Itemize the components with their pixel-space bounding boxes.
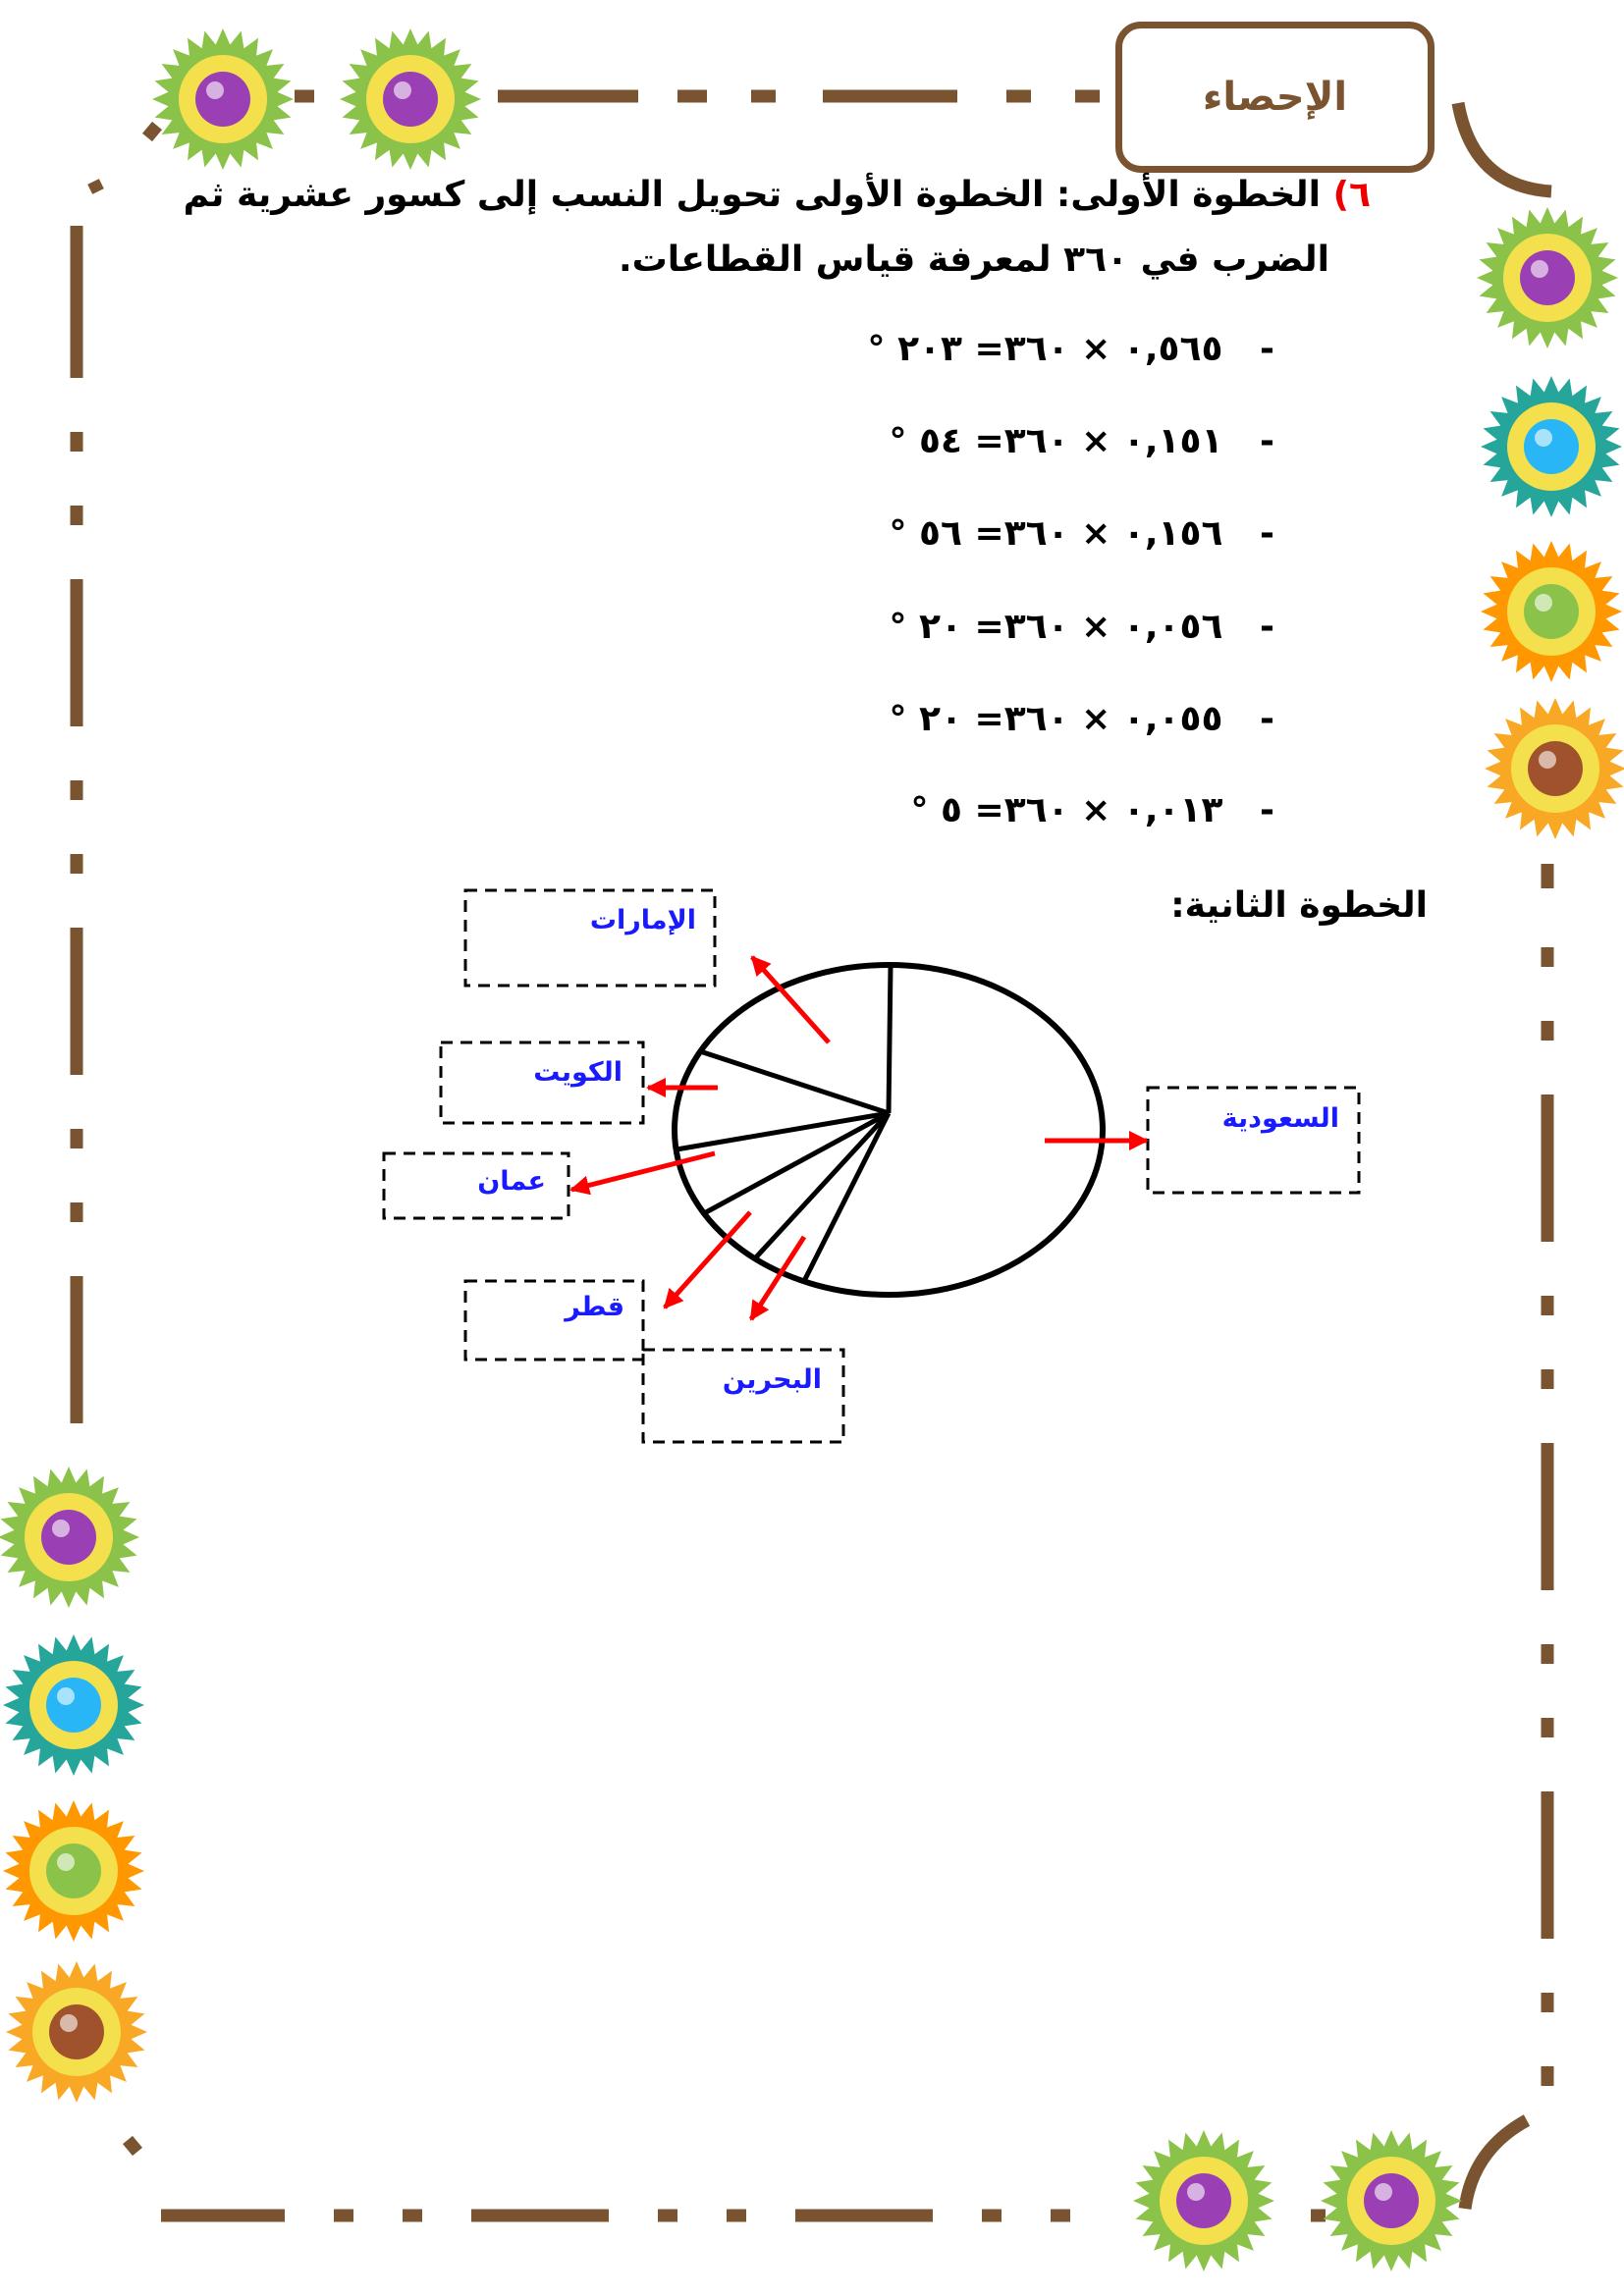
flower-ornament-icon bbox=[340, 28, 481, 170]
flower-ornament-icon bbox=[3, 1634, 144, 1776]
flower-ornament-icon bbox=[1485, 698, 1624, 839]
arrow-emirates bbox=[750, 955, 831, 1044]
bullet: - bbox=[1260, 329, 1274, 369]
equation-text: ٠,١٥١ × ٣٦٠= ٥٤ ° bbox=[889, 421, 1223, 461]
flower-ornament-icon bbox=[1481, 376, 1622, 517]
label-emirates: الإمارات bbox=[589, 905, 696, 935]
question-number: ٦) bbox=[1332, 175, 1371, 215]
label-bahrain: البحرين bbox=[722, 1364, 822, 1395]
question-line-2: الضرب في ٣٦٠ لمعرفة قياس القطاعات. bbox=[618, 240, 1329, 280]
label-kuwait: الكويت bbox=[533, 1057, 623, 1088]
bullet: - bbox=[1260, 607, 1274, 647]
equation-row: - ٠,١٥١ × ٣٦٠= ٥٤ ° bbox=[890, 421, 1275, 461]
equation-text: ٠,٠٥٦ × ٣٦٠= ٢٠ ° bbox=[889, 607, 1223, 647]
arrow-bahrain bbox=[748, 1235, 807, 1321]
equation-text: ٠,٠١٣ × ٣٦٠= ٥ ° bbox=[910, 790, 1223, 830]
flower-ornament-icon bbox=[1481, 541, 1622, 682]
equation-row: - ٠,٠٥٦ × ٣٦٠= ٢٠ ° bbox=[890, 607, 1275, 647]
pie-sector-boundary bbox=[704, 1110, 891, 1215]
title-box: الإحصاء bbox=[1115, 22, 1435, 173]
label-saudi: السعودية bbox=[1221, 1103, 1339, 1134]
flower-ornament-icon bbox=[1133, 2130, 1274, 2271]
bullet: - bbox=[1260, 790, 1274, 830]
label-oman: عمان bbox=[477, 1166, 546, 1197]
flower-ornament-icon bbox=[1477, 207, 1618, 348]
page-title: الإحصاء bbox=[1202, 75, 1348, 120]
question-line-1: ٦) الخطوة الأولى: الخطوة الأولى تحويل ال… bbox=[184, 175, 1371, 215]
pie-sector-boundary bbox=[676, 1110, 890, 1152]
arrow-oman bbox=[569, 1150, 716, 1196]
pie-sector-boundary bbox=[886, 965, 893, 1114]
answer-box-qatar bbox=[463, 1279, 645, 1362]
answer-box-kuwait bbox=[439, 1041, 645, 1125]
answer-box-emirates bbox=[463, 888, 717, 988]
equation-text: ٠,١٥٦ × ٣٦٠= ٥٦ ° bbox=[889, 513, 1223, 554]
answer-box-oman bbox=[382, 1151, 570, 1220]
flower-ornament-icon bbox=[0, 1467, 139, 1608]
flower-ornament-icon bbox=[3, 1800, 144, 1942]
pie-outline bbox=[672, 962, 1106, 1298]
bullet: - bbox=[1260, 421, 1274, 461]
flower-ornament-icon bbox=[6, 1961, 147, 2103]
equation-row: - ٠,٥٦٥ × ٣٦٠= ٢٠٣ ° bbox=[868, 329, 1274, 369]
equation-row: - ٠,٠١٣ × ٣٦٠= ٥ ° bbox=[910, 790, 1274, 830]
flower-ornament-icon bbox=[152, 28, 294, 170]
pie-sector-boundary bbox=[752, 1111, 891, 1261]
pie-sector-boundary bbox=[801, 1111, 892, 1283]
equation-text: ٠,٥٦٥ × ٣٦٠= ٢٠٣ ° bbox=[867, 329, 1223, 369]
answer-box-bahrain bbox=[641, 1348, 845, 1444]
step2-heading: الخطوة الثانية: bbox=[1170, 885, 1428, 926]
flower-ornament-icon bbox=[1321, 2130, 1462, 2271]
equation-row: - ٠,٠٥٥ × ٣٦٠= ٢٠ ° bbox=[890, 699, 1275, 739]
arrow-qatar bbox=[663, 1210, 752, 1309]
bullet: - bbox=[1260, 513, 1274, 554]
question-text-1: الخطوة الأولى: الخطوة الأولى تحويل النسب… bbox=[183, 175, 1322, 215]
pie-sector-boundary bbox=[699, 1048, 890, 1116]
equation-row: - ٠,١٥٦ × ٣٦٠= ٥٦ ° bbox=[890, 513, 1275, 554]
label-qatar: قطر bbox=[565, 1292, 624, 1322]
equation-text: ٠,٠٥٥ × ٣٦٠= ٢٠ ° bbox=[889, 699, 1223, 739]
bullet: - bbox=[1260, 699, 1274, 739]
